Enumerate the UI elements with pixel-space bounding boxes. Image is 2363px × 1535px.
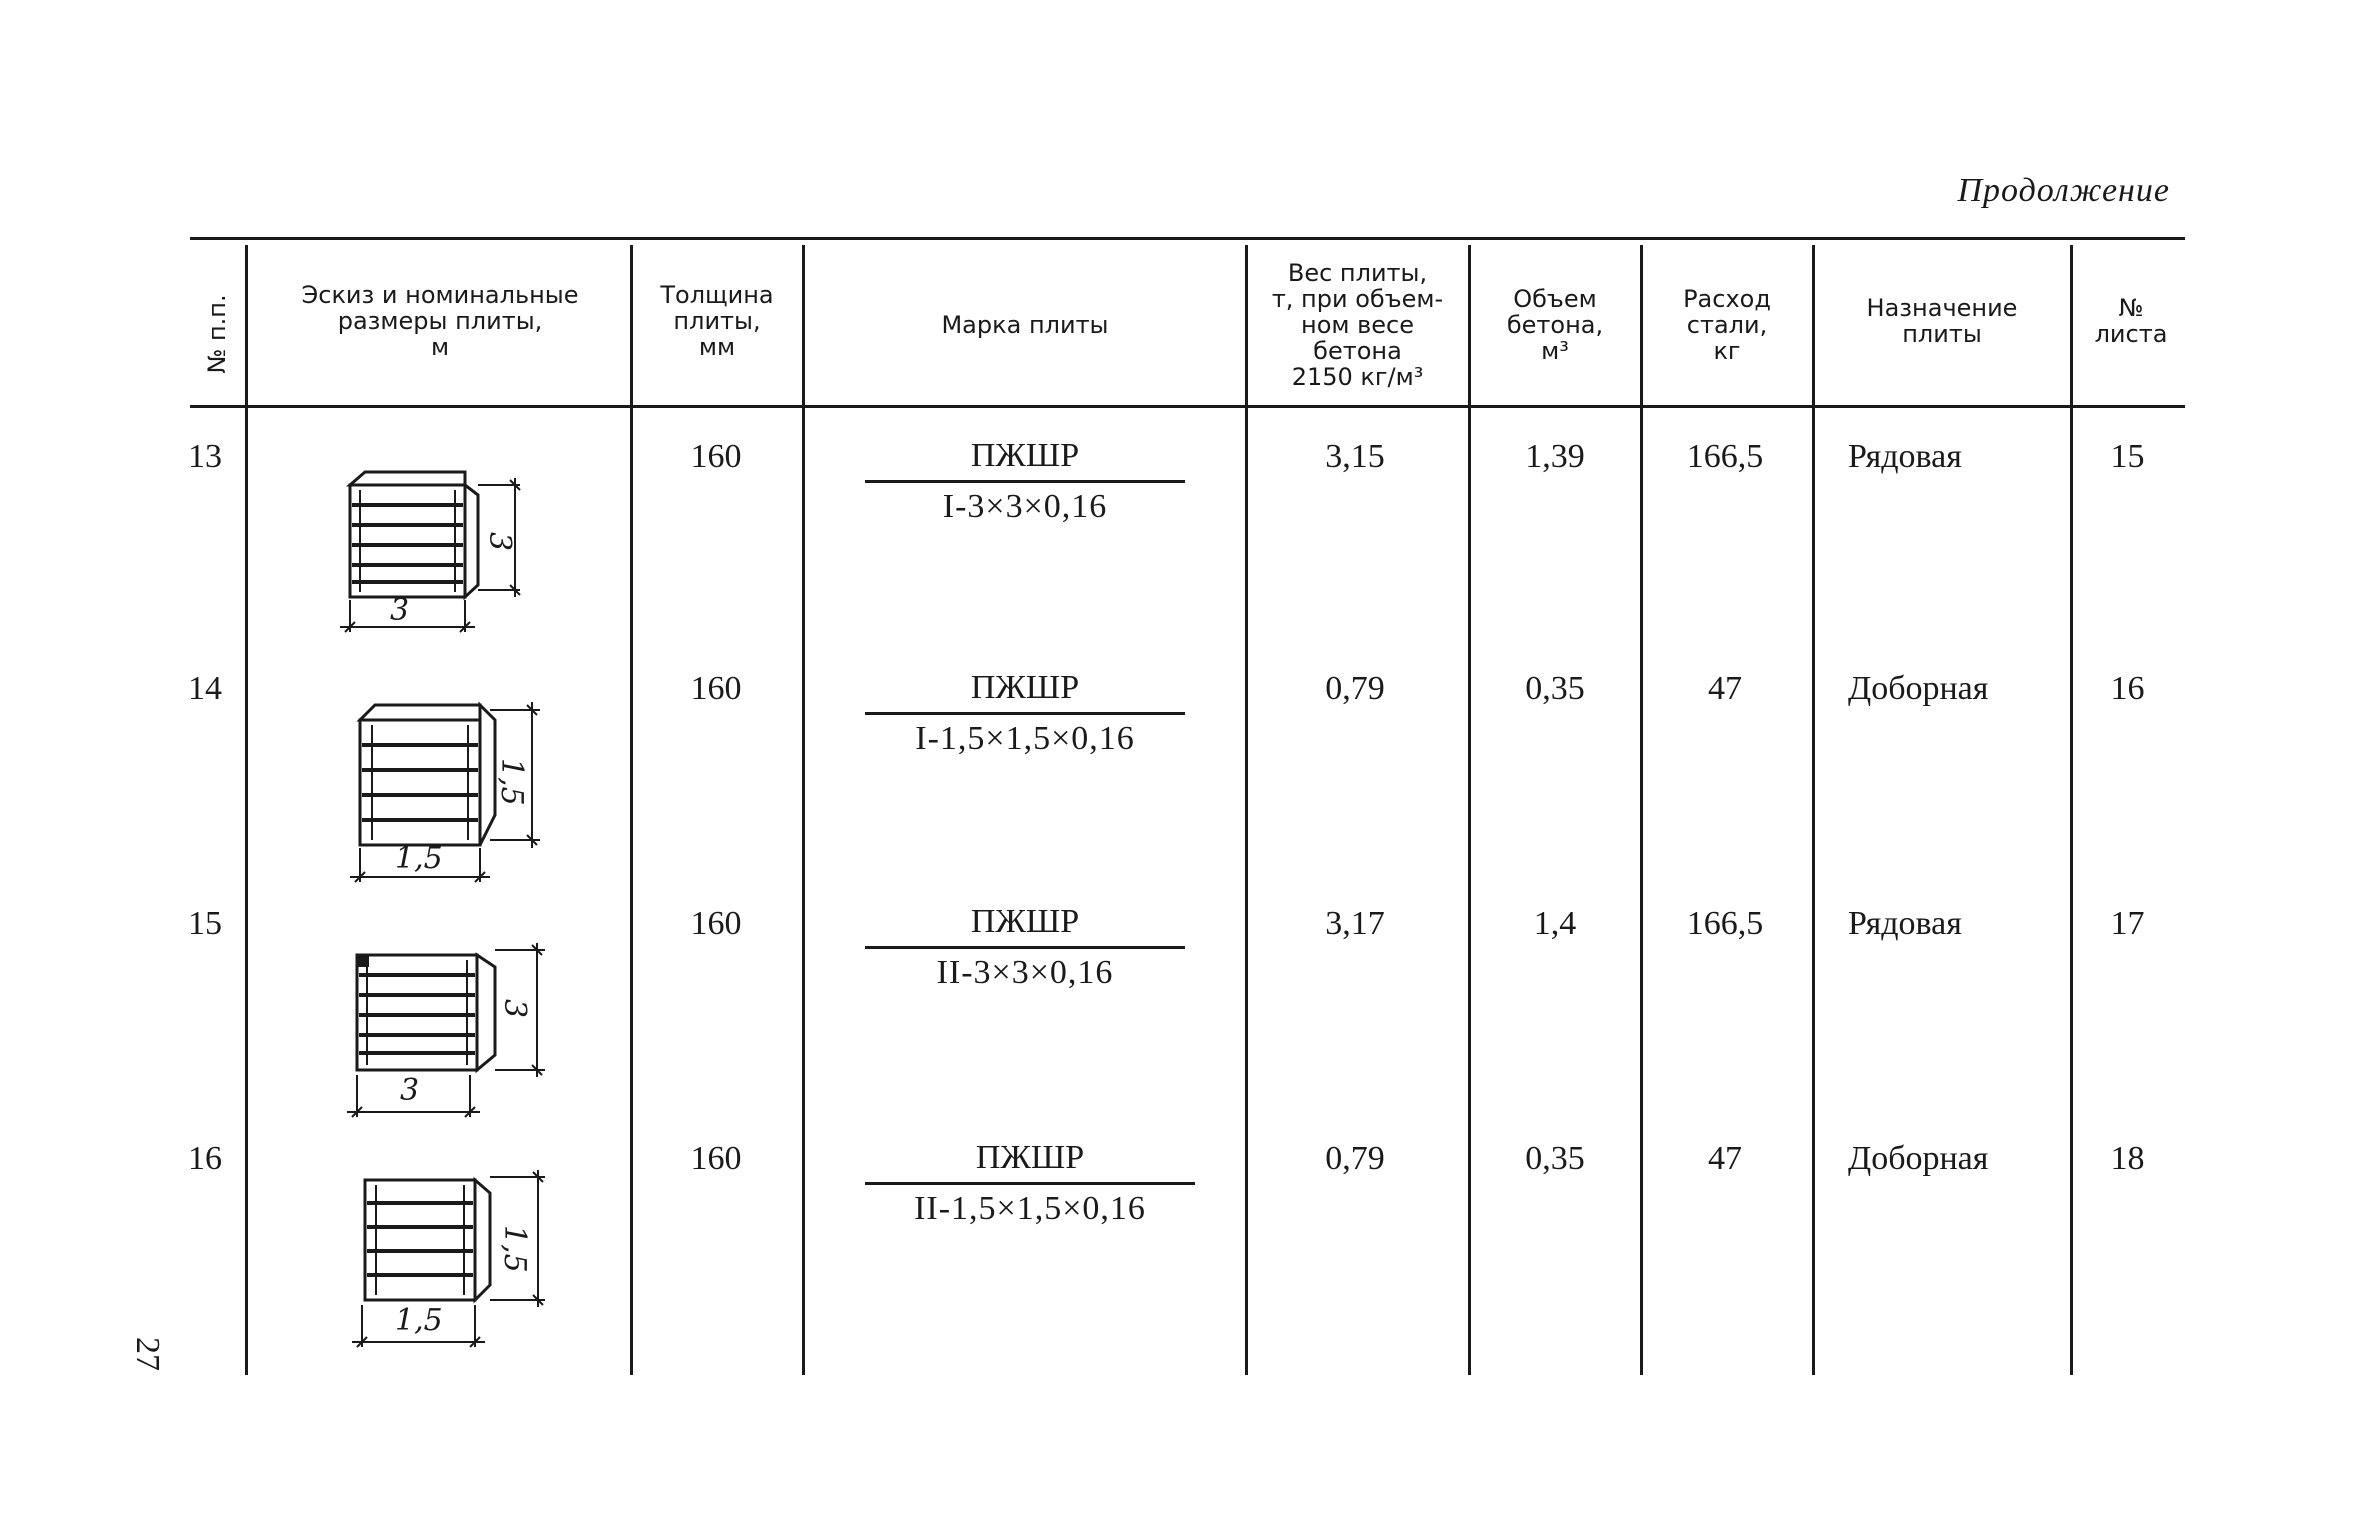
row-no: 14	[188, 670, 222, 707]
column-divider	[1245, 245, 1248, 1375]
row-purpose: Доборная	[1848, 1140, 1989, 1177]
row-mark: ПЖШР II-1,5×1,5×0,16	[865, 1136, 1195, 1231]
row-volume: 1,39	[1525, 438, 1585, 475]
sketch-height-label: 3	[482, 532, 517, 551]
column-divider	[630, 245, 633, 1375]
mark-top: ПЖШР	[970, 437, 1080, 474]
header-steel-line: стали,	[1686, 311, 1768, 339]
header-thickness-line: Толщина	[660, 281, 774, 309]
column-divider	[2070, 245, 2073, 1375]
row-sheet: 17	[2110, 905, 2145, 942]
header-bottom-rule	[190, 405, 2185, 408]
header-steel: Расход стали, кг	[1646, 286, 1808, 364]
column-divider	[1812, 245, 1815, 1375]
header-volume: Объем бетона, м³	[1474, 286, 1636, 364]
header-volume-line: м³	[1541, 337, 1569, 365]
sketch-width-label: 3	[390, 593, 409, 628]
sketch-width-label: 1,5	[395, 841, 443, 876]
row-sheet: 15	[2110, 438, 2145, 475]
header-volume-line: бетона,	[1506, 311, 1604, 339]
row-thickness: 160	[690, 670, 742, 707]
mark-top: ПЖШР	[975, 1139, 1085, 1176]
mark-bottom: II-1,5×1,5×0,16	[914, 1190, 1146, 1227]
header-steel-line: кг	[1713, 337, 1741, 365]
header-weight-line: бетона	[1313, 337, 1402, 365]
header-mark: Марка плиты	[941, 311, 1109, 339]
mark-top: ПЖШР	[970, 669, 1080, 706]
row-no: 15	[188, 905, 222, 942]
header-purpose: Назначение плиты	[1818, 295, 2066, 347]
slab-sketch: 3 3	[340, 470, 521, 633]
header-sheet-line: листа	[2094, 320, 2168, 348]
header-thickness: Толщина плиты, мм	[636, 282, 798, 360]
row-sheet: 16	[2110, 670, 2145, 707]
row-volume: 0,35	[1525, 670, 1585, 707]
row-weight: 0,79	[1325, 1140, 1385, 1177]
mark-top: ПЖШР	[970, 903, 1080, 940]
mark-bottom: II-3×3×0,16	[936, 954, 1114, 991]
page-number: 27	[129, 1337, 166, 1371]
row-steel: 47	[1708, 670, 1742, 707]
header-weight-line: Вес плиты,	[1287, 259, 1428, 287]
mark-fraction-line	[865, 946, 1185, 949]
row-steel: 166,5	[1686, 438, 1764, 475]
row-steel: 166,5	[1686, 905, 1764, 942]
row-volume: 0,35	[1525, 1140, 1585, 1177]
row-thickness: 160	[690, 905, 742, 942]
slab-sketch: 1,5 1,5	[352, 1170, 545, 1348]
row-purpose: Рядовая	[1848, 905, 1962, 942]
header-sketch-line: размеры плиты,	[337, 307, 543, 335]
header-weight-line: 2150 кг/м³	[1291, 363, 1424, 391]
header-purpose-line: плиты	[1902, 320, 1982, 348]
header-steel-line: Расход	[1683, 285, 1771, 313]
row-volume: 1,4	[1533, 905, 1577, 942]
column-divider	[1468, 245, 1471, 1375]
header-weight: Вес плиты, т, при объем- ном весе бетона…	[1250, 260, 1465, 390]
continued-label: Продолжение	[1957, 172, 2170, 209]
sketch-width-label: 1,5	[395, 1303, 443, 1338]
header-thickness-line: плиты,	[673, 307, 761, 335]
header-weight-line: т, при объем-	[1271, 285, 1444, 313]
slab-sketch: 3 3	[347, 943, 545, 1118]
header-no: № п.п.	[203, 294, 231, 374]
header-sketch: Эскиз и номинальные размеры плиты, м	[255, 282, 625, 360]
mark-fraction-line	[865, 712, 1185, 715]
mark-bottom: I-3×3×0,16	[942, 488, 1108, 525]
row-mark: ПЖШР II-3×3×0,16	[865, 900, 1185, 995]
table-top-rule	[190, 237, 2185, 240]
row-purpose: Доборная	[1848, 670, 1989, 707]
row-purpose: Рядовая	[1848, 438, 1962, 475]
header-sketch-line: м	[430, 333, 450, 361]
row-no: 16	[188, 1140, 222, 1177]
row-steel: 47	[1708, 1140, 1742, 1177]
mark-bottom: I-1,5×1,5×0,16	[915, 720, 1135, 757]
header-weight-line: ном весе	[1301, 311, 1414, 339]
column-divider	[1640, 245, 1643, 1375]
sketch-height-label: 3	[497, 999, 532, 1018]
column-divider	[245, 245, 248, 1375]
sketch-width-label: 3	[400, 1073, 419, 1108]
row-mark: ПЖШР I-1,5×1,5×0,16	[865, 666, 1185, 761]
column-divider	[802, 245, 805, 1375]
header-purpose-line: Назначение	[1866, 294, 2018, 322]
header-sheet: № листа	[2076, 295, 2186, 347]
header-sheet-line: №	[2118, 294, 2144, 322]
row-weight: 3,17	[1325, 905, 1385, 942]
header-volume-line: Объем	[1513, 285, 1597, 313]
slab-sketch: 1,5 1,5	[350, 701, 540, 883]
row-mark: ПЖШР I-3×3×0,16	[865, 434, 1185, 529]
sketch-height-label: 1,5	[494, 758, 529, 806]
mark-fraction-line	[865, 1182, 1195, 1185]
row-weight: 3,15	[1325, 438, 1385, 475]
row-no: 13	[188, 438, 222, 475]
header-sketch-line: Эскиз и номинальные	[301, 281, 579, 309]
mark-fraction-line	[865, 480, 1185, 483]
header-thickness-line: мм	[698, 333, 736, 361]
sketch-height-label: 1,5	[497, 1225, 532, 1273]
row-sheet: 18	[2110, 1140, 2145, 1177]
row-weight: 0,79	[1325, 670, 1385, 707]
row-thickness: 160	[690, 1140, 742, 1177]
row-thickness: 160	[690, 438, 742, 475]
